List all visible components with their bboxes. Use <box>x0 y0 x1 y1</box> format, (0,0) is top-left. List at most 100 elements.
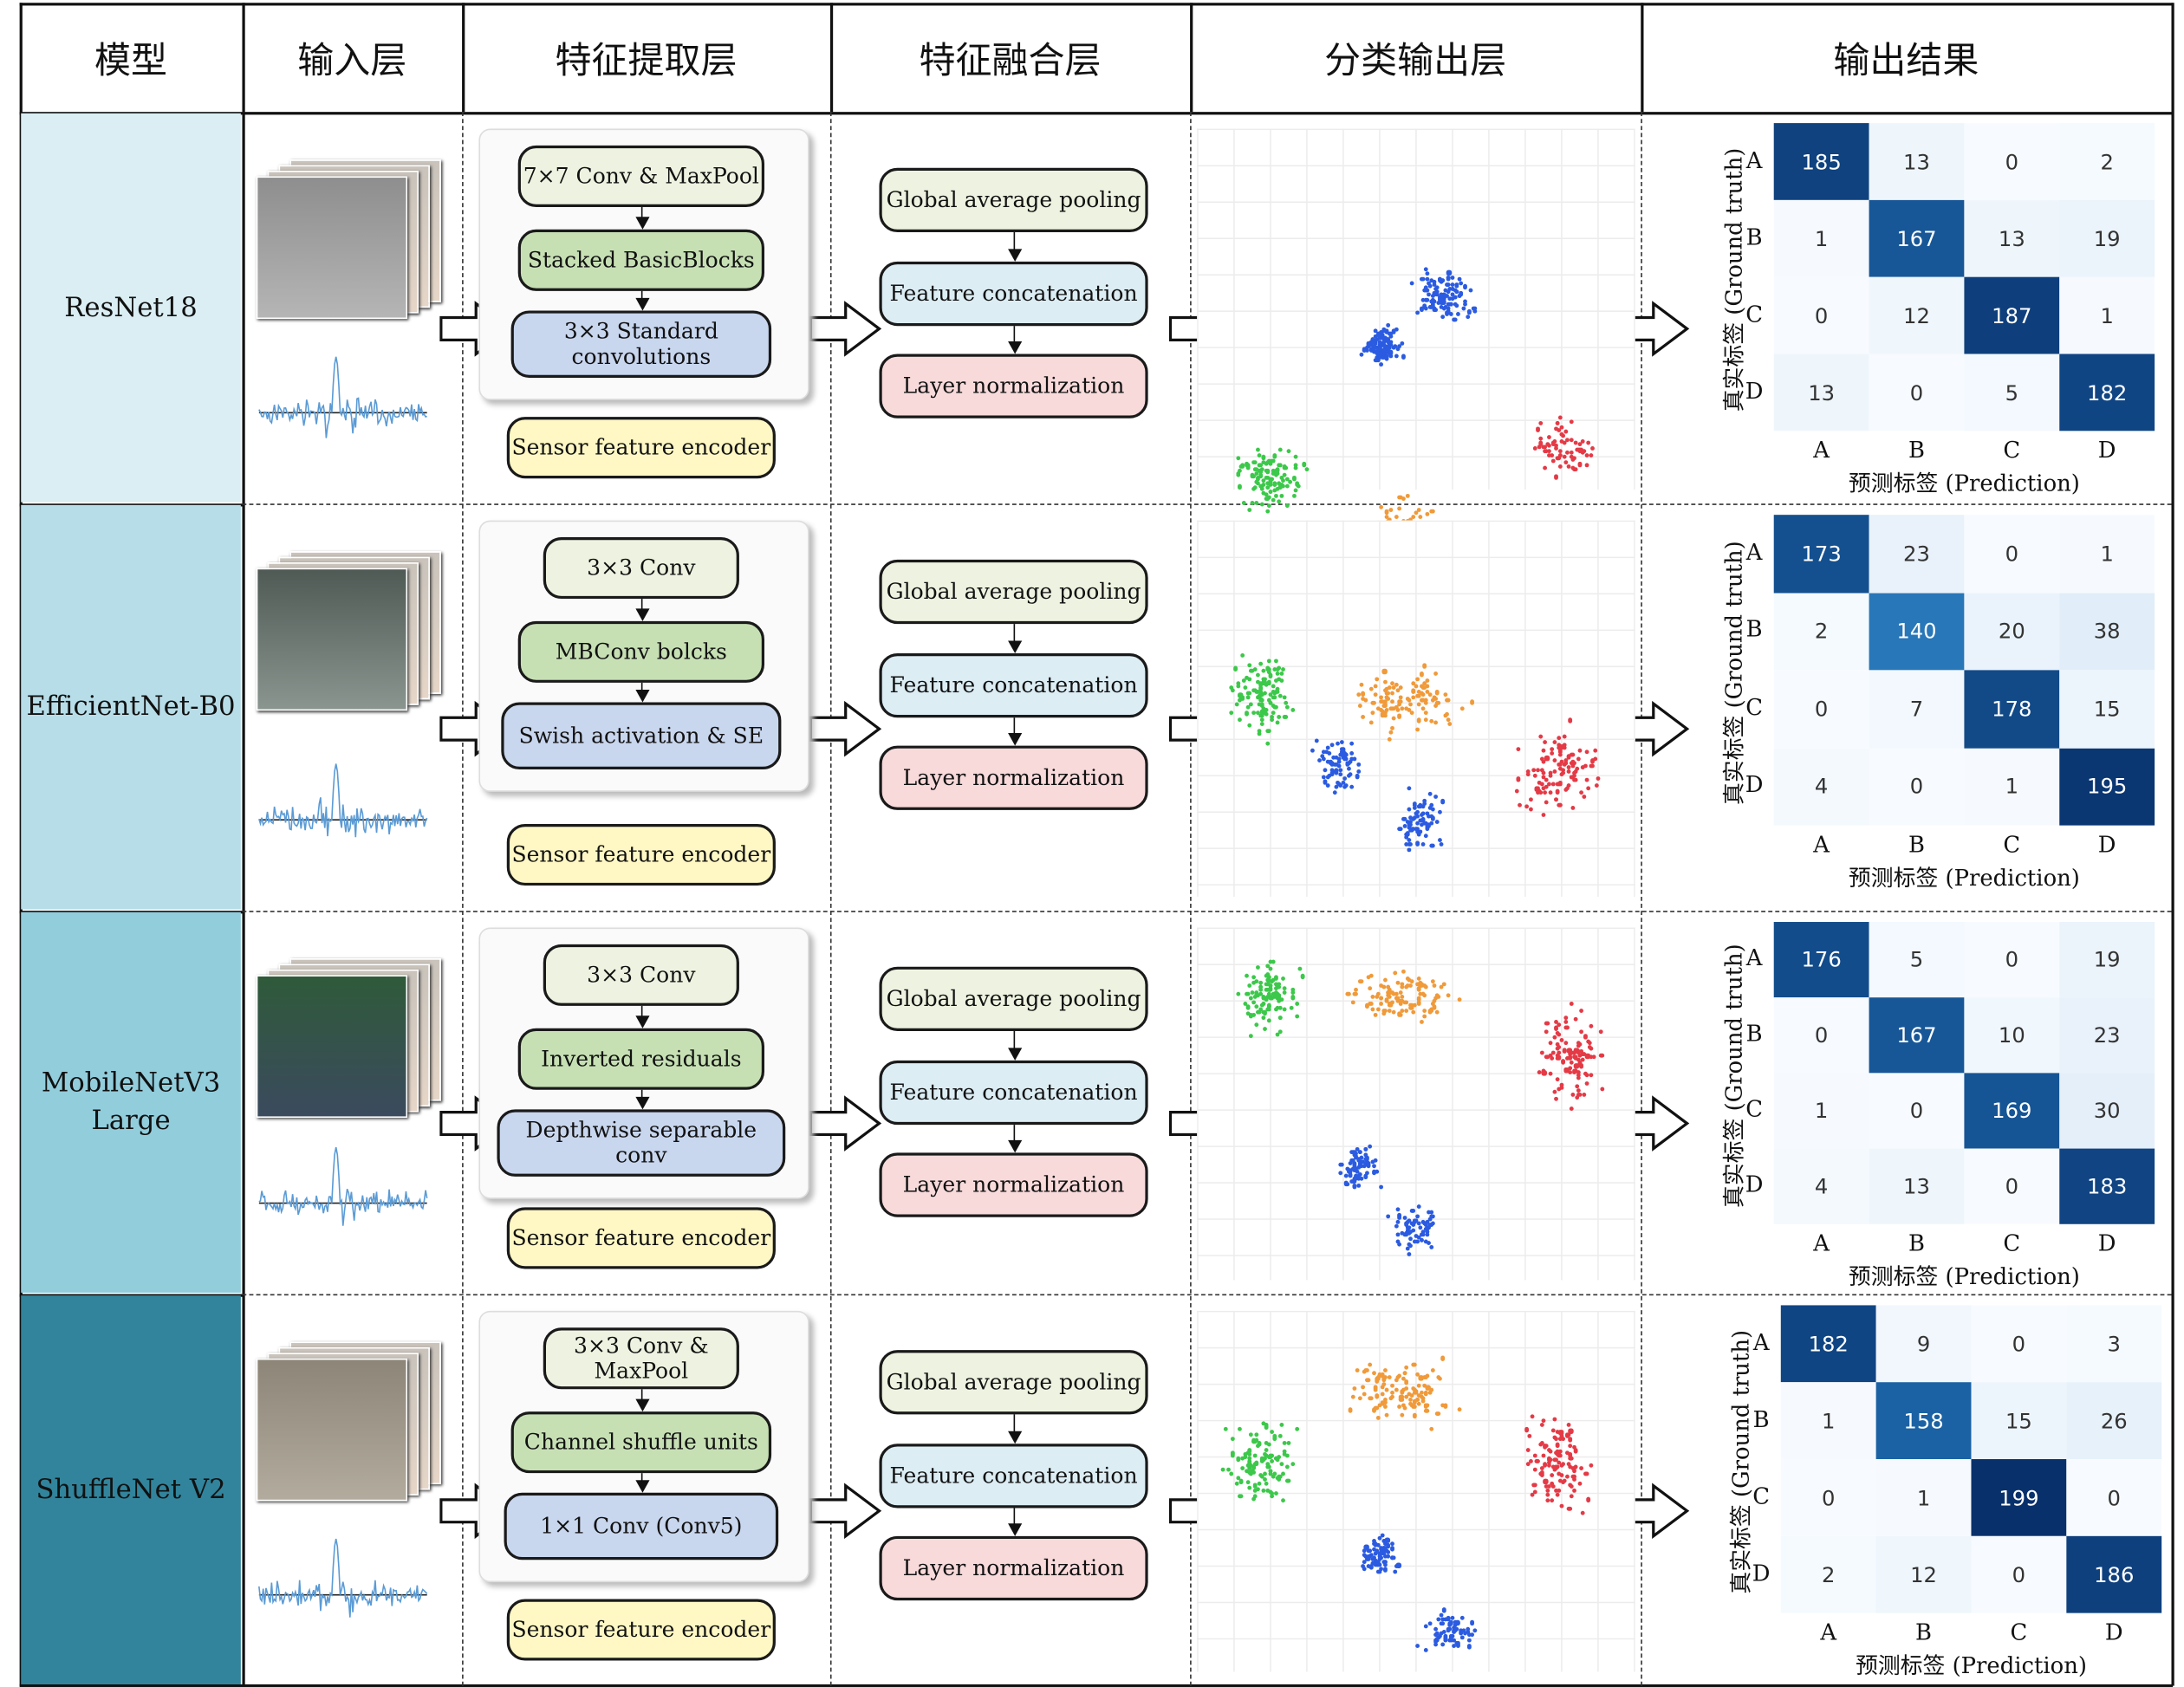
scatter-point <box>1375 1006 1381 1012</box>
scatter-point <box>1369 719 1375 725</box>
fusion-block-label: Global average pooling <box>886 579 1141 605</box>
scatter-point <box>1427 806 1433 811</box>
scatter-point <box>1388 730 1394 735</box>
scatter-point <box>1438 984 1444 989</box>
scatter-point <box>1267 983 1272 989</box>
scatter-point <box>1556 744 1561 750</box>
input-image <box>256 176 408 320</box>
scatter-point <box>1368 1395 1374 1401</box>
scatter-point <box>1238 698 1243 703</box>
scatter-point <box>1405 831 1410 836</box>
scatter-point <box>1416 986 1422 992</box>
scatter-point <box>1514 788 1519 794</box>
down-arrow-icon <box>634 599 649 621</box>
scatter-point <box>1437 277 1442 282</box>
scatter-point <box>1383 691 1389 696</box>
column-divider <box>242 112 245 1686</box>
scatter-point <box>1445 289 1451 294</box>
scatter-point <box>1549 1056 1555 1061</box>
matrix-cell: 1 <box>1964 748 2060 826</box>
flow-arrow-icon <box>809 700 882 757</box>
scatter-point <box>1278 693 1284 698</box>
scatter-point <box>1557 752 1563 758</box>
scatter-point <box>1258 470 1264 475</box>
backbone-block: 7×7 Conv & MaxPool <box>517 145 765 207</box>
scatter-point <box>1550 452 1555 457</box>
scatter-point <box>1553 446 1559 451</box>
scatter-point <box>1564 1067 1570 1073</box>
scatter-point <box>1254 1004 1259 1009</box>
scatter-point <box>1251 981 1257 986</box>
col-class-label: C <box>2010 1619 2028 1645</box>
matrix-cell: 0 <box>1869 354 1965 431</box>
scatter-point <box>1264 972 1270 977</box>
matrix-cell: 13 <box>1964 199 2060 277</box>
scatter-point <box>1579 438 1585 444</box>
scatter-point <box>1254 990 1259 996</box>
scatter-point <box>1246 983 1252 988</box>
scatter-point <box>1552 739 1557 744</box>
scatter-point <box>1431 282 1437 288</box>
scatter-point <box>1415 689 1421 694</box>
scatter-point <box>1290 1461 1296 1466</box>
scatter-point <box>1529 1459 1534 1464</box>
scatter-point <box>1547 1484 1552 1489</box>
scatter-point <box>1427 1010 1433 1015</box>
scatter-point <box>1452 317 1457 322</box>
scatter-point <box>1354 1151 1359 1157</box>
scatter-point <box>1544 1054 1550 1059</box>
matrix-cell: 0 <box>1780 1459 1876 1536</box>
scatter-point <box>1556 1076 1561 1081</box>
backbone-block-label: Channel shuffle units <box>523 1430 758 1456</box>
scatter-point <box>1248 702 1253 707</box>
scatter-point <box>1447 1620 1453 1625</box>
scatter-point <box>1541 748 1547 753</box>
scatter-point <box>1460 1628 1466 1633</box>
scatter-point <box>1559 744 1564 749</box>
scatter-point <box>1381 1385 1386 1390</box>
scatter-point <box>1569 760 1574 765</box>
scatter-point <box>1554 1047 1560 1052</box>
scatter-point <box>1424 1219 1429 1224</box>
scatter-point <box>1238 464 1244 469</box>
scatter-point <box>1269 476 1274 482</box>
scatter-point <box>1376 1403 1381 1409</box>
scatter-point <box>1413 1412 1418 1418</box>
scatter-point <box>1433 1642 1438 1647</box>
scatter-point <box>1252 667 1258 672</box>
scatter-point <box>1230 1436 1235 1441</box>
scatter-point <box>1261 676 1266 681</box>
scatter-point <box>1403 1231 1408 1236</box>
scatter-point <box>1229 1471 1234 1476</box>
scatter-point <box>1429 843 1435 848</box>
scatter-point <box>1553 1026 1558 1031</box>
scatter-point <box>1551 1464 1557 1470</box>
scatter-point <box>1572 1444 1577 1450</box>
scatter-point <box>1577 1053 1583 1058</box>
scatter-point <box>1451 295 1456 301</box>
scatter-point <box>1247 1456 1252 1461</box>
scatter-point <box>1547 782 1552 788</box>
scatter-point <box>1547 1053 1553 1058</box>
scatter-point <box>1584 453 1589 458</box>
scatter-point <box>1234 1481 1239 1486</box>
scatter-point <box>1371 340 1376 345</box>
scatter-point <box>1384 1387 1390 1392</box>
scatter-point <box>1326 751 1331 756</box>
scatter-point <box>1271 695 1276 700</box>
scatter-point <box>1459 1627 1464 1632</box>
scatter-point <box>1583 763 1589 769</box>
scatter-point <box>1325 782 1330 788</box>
matrix-cell: 183 <box>2059 1148 2155 1224</box>
scatter-point <box>1551 1435 1557 1440</box>
scatter-point <box>1589 1023 1594 1028</box>
scatter-point <box>1568 1055 1573 1061</box>
scatter-point <box>1562 745 1567 750</box>
scatter-point <box>1342 784 1348 790</box>
scatter-point <box>1348 1407 1353 1413</box>
scatter-point <box>1407 517 1414 522</box>
matrix-cell: 15 <box>2059 670 2155 749</box>
scatter-point <box>1375 706 1381 711</box>
scatter-point <box>1446 992 1451 997</box>
scatter-point <box>1556 1450 1561 1456</box>
